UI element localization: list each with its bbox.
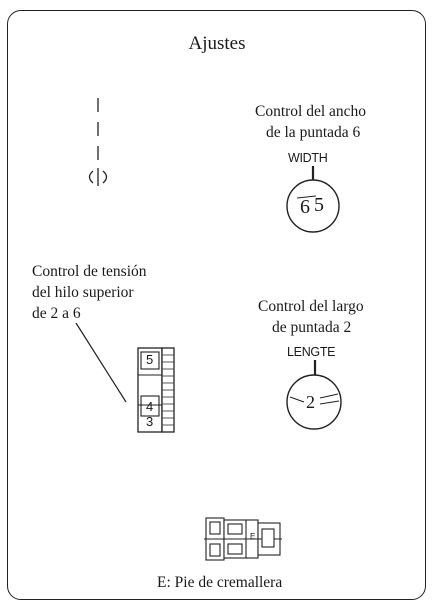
tension-caption-line3: de 2 a 6 xyxy=(32,305,81,322)
width-dial-label: WIDTH xyxy=(288,151,328,165)
width-dial-value: 6 xyxy=(300,196,310,218)
stitch-width-caption-line1: Control del ancho xyxy=(255,103,367,120)
tension-caption-line2: del hilo superior xyxy=(32,284,134,301)
tension-scale-3: 3 xyxy=(146,414,153,429)
stitch-width-caption-line2: de la puntada 6 xyxy=(266,124,361,141)
length-dial-value: 2 xyxy=(306,392,315,412)
page-title: Ajustes xyxy=(188,33,246,54)
zipper-foot-letter: E xyxy=(250,532,256,541)
length-dial-label: LENGTE xyxy=(287,345,336,359)
tension-caption-line1: Control de tensión xyxy=(32,263,147,280)
tension-scale-5: 5 xyxy=(146,352,153,367)
width-dial-next-value: 5 xyxy=(314,194,324,216)
stitch-length-caption-line1: Control del largo xyxy=(258,298,364,315)
zipper-foot-caption: E: Pie de cremallera xyxy=(157,574,283,591)
stitch-length-caption-line2: de puntada 2 xyxy=(272,319,352,336)
tension-scale-4: 4 xyxy=(146,399,153,414)
settings-panel xyxy=(7,10,426,600)
